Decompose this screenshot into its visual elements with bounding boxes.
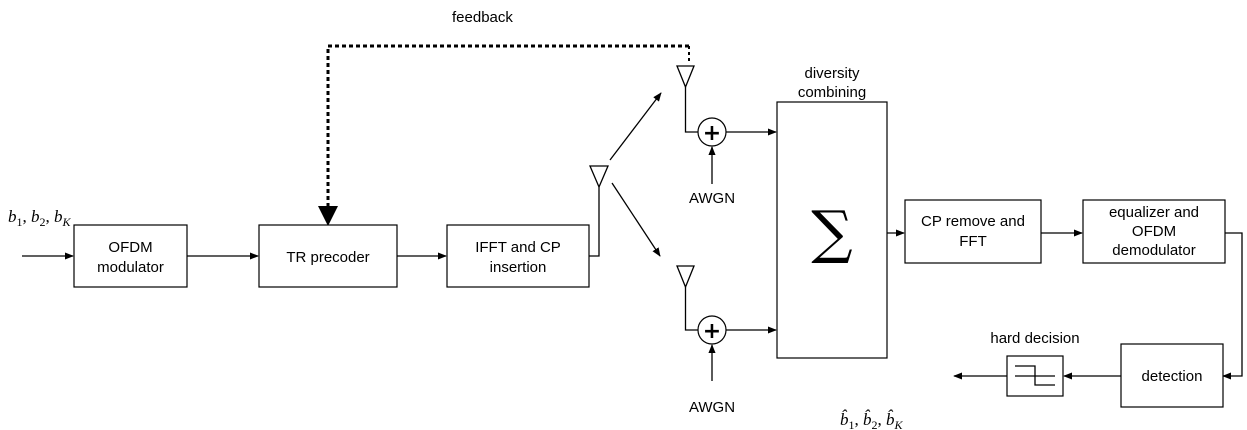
input-symbols: b1, b2, bK	[8, 207, 72, 229]
cp-remove-fft-block	[904, 199, 1042, 264]
rx-top-feed	[684, 87, 698, 133]
diversity-combiner-block	[776, 101, 888, 359]
feedback-label: feedback	[452, 9, 513, 26]
hard-decision-label: hard decision	[990, 330, 1079, 347]
equalizer-label-1: equalizer and	[1109, 204, 1199, 221]
ifft-cp-block	[446, 224, 590, 288]
sigma-sum-icon: ∑	[811, 198, 852, 266]
arrow-equalizer-to-detection	[1222, 232, 1243, 380]
rx-bottom-feed	[684, 287, 698, 331]
ifft-cp-label-2: insertion	[490, 259, 547, 276]
detection-block	[1120, 343, 1224, 408]
tr-precoder-label: TR precoder	[286, 249, 369, 266]
tr-precoder-block	[258, 224, 398, 288]
tx-feed-line	[589, 187, 600, 257]
equalizer-label-2: OFDM	[1132, 223, 1176, 240]
awgn-top-label: AWGN	[689, 190, 735, 207]
ifft-cp-label-1: IFFT and CP	[475, 239, 561, 256]
tx-antenna-icon	[589, 165, 609, 189]
rx-antenna-top-icon	[676, 65, 695, 89]
equalizer-label-3: demodulator	[1112, 242, 1195, 259]
rx-antenna-bottom-icon	[676, 265, 695, 289]
tx-path-lower	[611, 182, 661, 257]
ofdm-modulator-block	[73, 224, 188, 288]
cp-remove-label-1: CP remove and	[921, 213, 1025, 230]
cp-remove-label-2: FFT	[959, 233, 987, 250]
diversity-label-1: diversity	[804, 65, 860, 82]
awgn-bottom-label: AWGN	[689, 399, 735, 416]
ofdm-modulator-label-1: OFDM	[108, 239, 152, 256]
equalizer-demodulator-block	[1082, 199, 1226, 264]
adder-top-plus-icon: +	[703, 121, 721, 146]
detection-label: detection	[1142, 368, 1203, 385]
feedback-arrowhead	[318, 206, 338, 226]
diversity-label-2: combining	[798, 84, 866, 101]
output-symbols: b̂1, b̂2, b̂K	[840, 410, 904, 430]
adder-bottom-plus-icon: +	[703, 319, 721, 344]
ofdm-modulator-label-2: modulator	[97, 259, 164, 276]
feedback-path	[326, 44, 689, 210]
tx-path-upper	[609, 92, 662, 161]
